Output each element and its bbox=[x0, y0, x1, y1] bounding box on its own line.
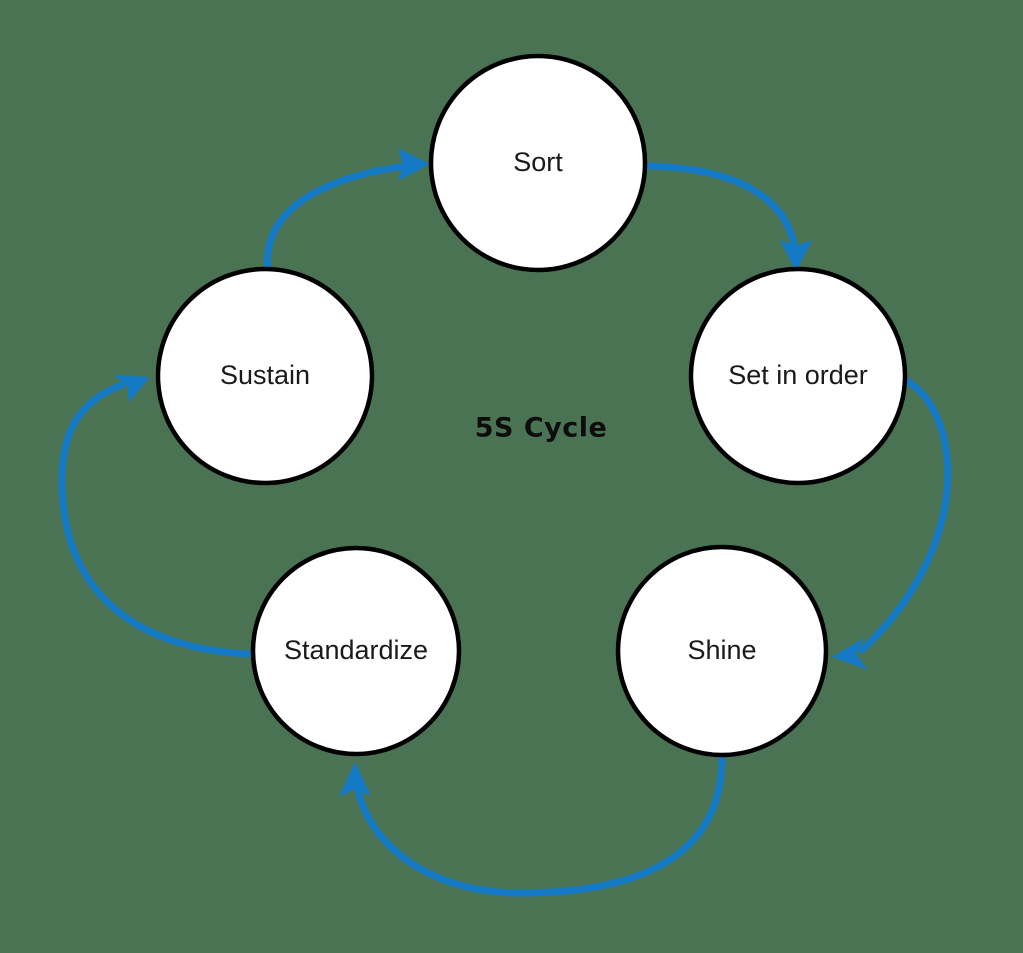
arrow-sustain-to-sort bbox=[263, 148, 430, 276]
arrow-path-standardize-to-sustain bbox=[58, 381, 256, 658]
arrow-standardize-to-sustain bbox=[58, 375, 256, 658]
arrow-head-set-in-order-to-shine bbox=[832, 638, 868, 670]
node-set-in-order[interactable]: Set in order bbox=[688, 266, 908, 486]
arrow-shine-to-standardize bbox=[339, 754, 726, 897]
node-label-sustain: Sustain bbox=[220, 360, 310, 390]
arrow-head-standardize-to-sustain bbox=[113, 375, 150, 402]
node-circle-shine[interactable] bbox=[615, 544, 829, 758]
node-label-standardize: Standardize bbox=[284, 635, 428, 665]
arrow-path-sustain-to-sort bbox=[263, 161, 416, 276]
node-label-shine: Shine bbox=[687, 635, 756, 665]
node-circle-sustain[interactable] bbox=[155, 266, 375, 486]
arrow-set-in-order-to-shine bbox=[832, 376, 952, 670]
node-circle-standardize[interactable] bbox=[250, 545, 462, 757]
node-standardize[interactable]: Standardize bbox=[250, 545, 462, 757]
node-circle-set-in-order[interactable] bbox=[688, 266, 908, 486]
arrow-path-shine-to-standardize bbox=[354, 754, 726, 897]
arrow-sort-to-set-in-order bbox=[644, 162, 812, 272]
node-sustain[interactable]: Sustain bbox=[155, 266, 375, 486]
node-label-sort: Sort bbox=[513, 147, 563, 177]
arrow-path-sort-to-set-in-order bbox=[644, 162, 799, 254]
node-sort[interactable]: Sort bbox=[428, 53, 648, 273]
arrow-path-set-in-order-to-shine bbox=[858, 376, 952, 654]
arrow-head-shine-to-standardize bbox=[339, 762, 371, 797]
arrow-head-sustain-to-sort bbox=[398, 148, 430, 181]
node-shine[interactable]: Shine bbox=[615, 544, 829, 758]
node-circle-sort[interactable] bbox=[428, 53, 648, 273]
node-label-set-in-order: Set in order bbox=[728, 360, 868, 390]
diagram-center-title: 5S Cycle bbox=[475, 413, 608, 444]
arrow-head-sort-to-set-in-order bbox=[780, 240, 812, 272]
